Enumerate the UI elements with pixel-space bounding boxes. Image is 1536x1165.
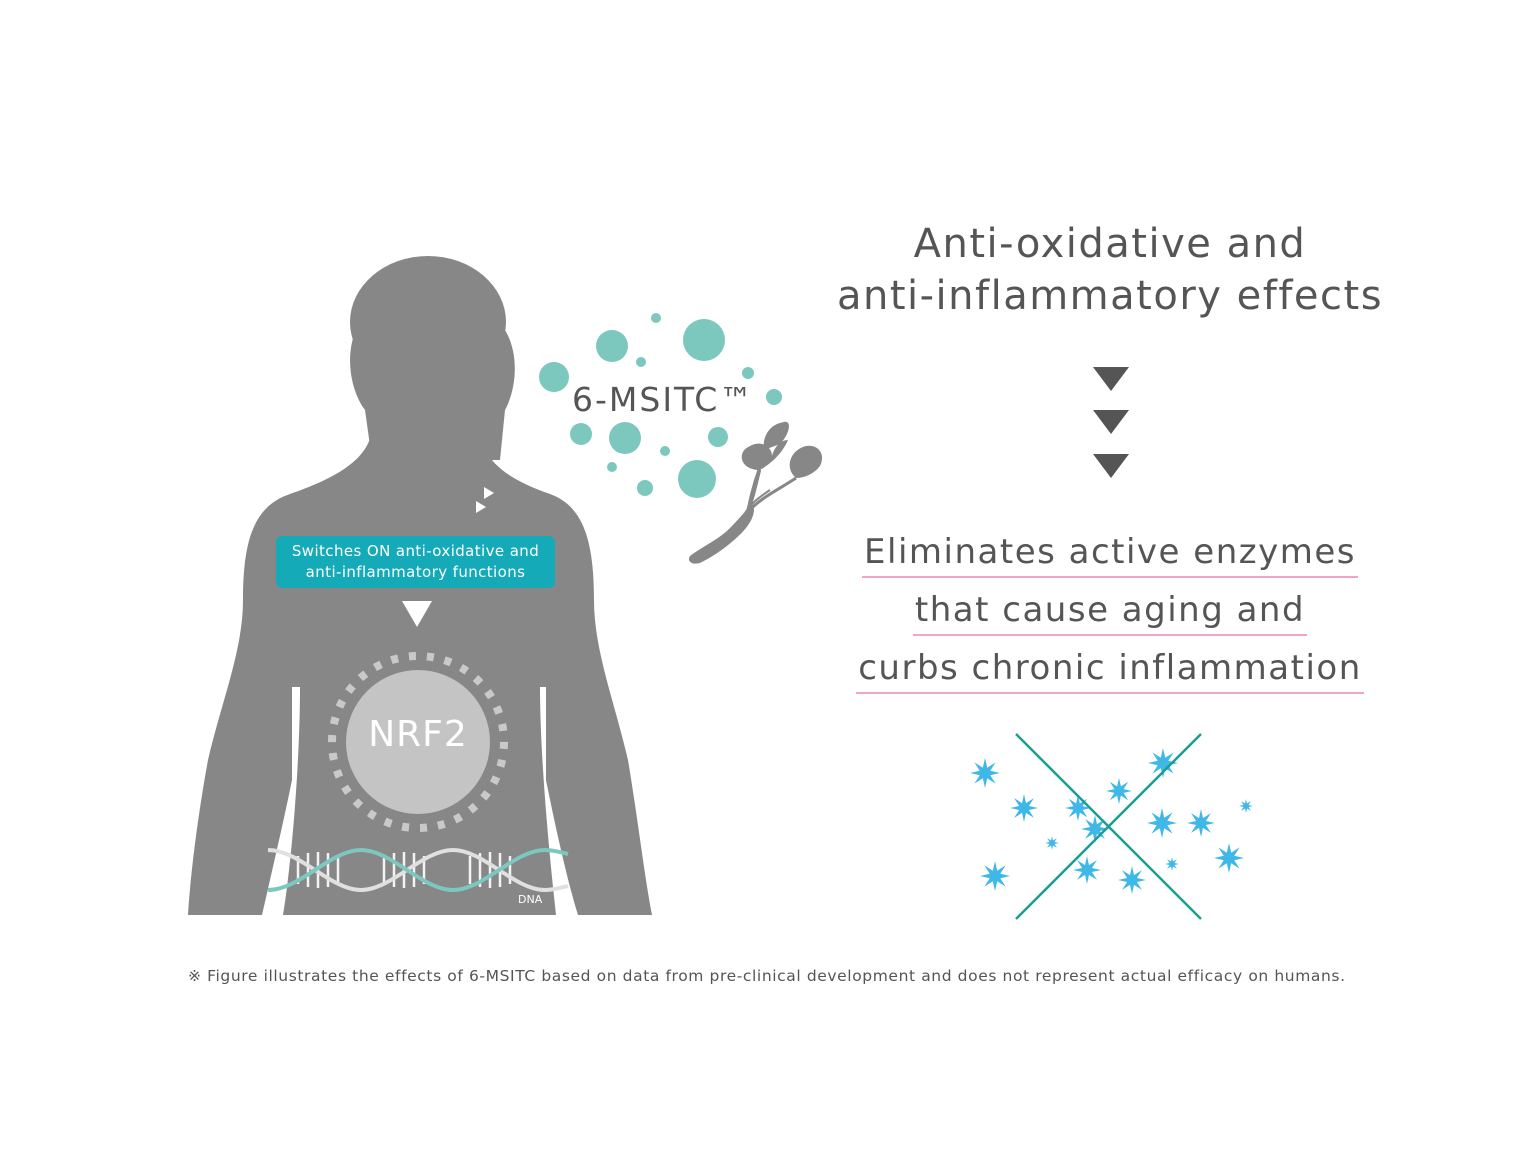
sparkle-icon bbox=[980, 861, 1010, 891]
effects-heading: Anti-oxidative and anti-inflammatory eff… bbox=[780, 218, 1440, 322]
sparkle-icon bbox=[970, 748, 1253, 894]
sparkle-icon bbox=[1073, 856, 1101, 884]
sparkle-icon bbox=[1081, 815, 1109, 843]
nrf2-circle bbox=[346, 670, 490, 814]
small-arrow-icon bbox=[476, 487, 494, 513]
sparkle-icon bbox=[1147, 808, 1177, 838]
sparkle-icon bbox=[1106, 778, 1132, 804]
nrf2-label: NRF2 bbox=[368, 714, 468, 755]
result-line-1: Eliminates active enzymes bbox=[862, 532, 1358, 578]
callout-line-1: Switches ON anti-oxidative and bbox=[291, 542, 540, 560]
heading-line-1: Anti-oxidative and bbox=[913, 221, 1307, 267]
sparkle-icon bbox=[1239, 799, 1253, 813]
dna-helix-icon bbox=[267, 847, 569, 893]
footnote: ※ Figure illustrates the effects of 6-MS… bbox=[188, 967, 1346, 985]
compound-label: 6-MSITC™ bbox=[572, 380, 755, 419]
sparkle-icon bbox=[1118, 866, 1146, 894]
sparkle-icon bbox=[1187, 809, 1215, 837]
cross-out-icon bbox=[1015, 733, 1202, 920]
sparkle-icon bbox=[1214, 843, 1244, 873]
triangle-down-icon bbox=[402, 601, 432, 627]
sparkle-icon bbox=[1165, 857, 1179, 871]
switch-on-callout: Switches ON anti-oxidative and anti-infl… bbox=[276, 536, 555, 588]
triangle-down-icon bbox=[1093, 367, 1129, 478]
sparkle-icon bbox=[1148, 748, 1178, 778]
result-line-2: that cause aging and bbox=[912, 590, 1308, 636]
wasabi-plant-icon bbox=[688, 421, 823, 564]
sparkle-icon bbox=[970, 758, 1000, 788]
sparkle-icon bbox=[1010, 794, 1038, 822]
callout-line-2: anti-inflammatory functions bbox=[305, 563, 526, 581]
heading-line-2: anti-inflammatory effects bbox=[836, 273, 1384, 319]
nrf2-dashed-ring bbox=[328, 652, 508, 832]
dna-label: DNA bbox=[518, 893, 543, 906]
result-line-3: curbs chronic inflammation bbox=[856, 648, 1364, 694]
sparkle-icon bbox=[1045, 836, 1059, 850]
teal-bubbles bbox=[539, 313, 782, 498]
sparkle-icon bbox=[1065, 795, 1091, 821]
